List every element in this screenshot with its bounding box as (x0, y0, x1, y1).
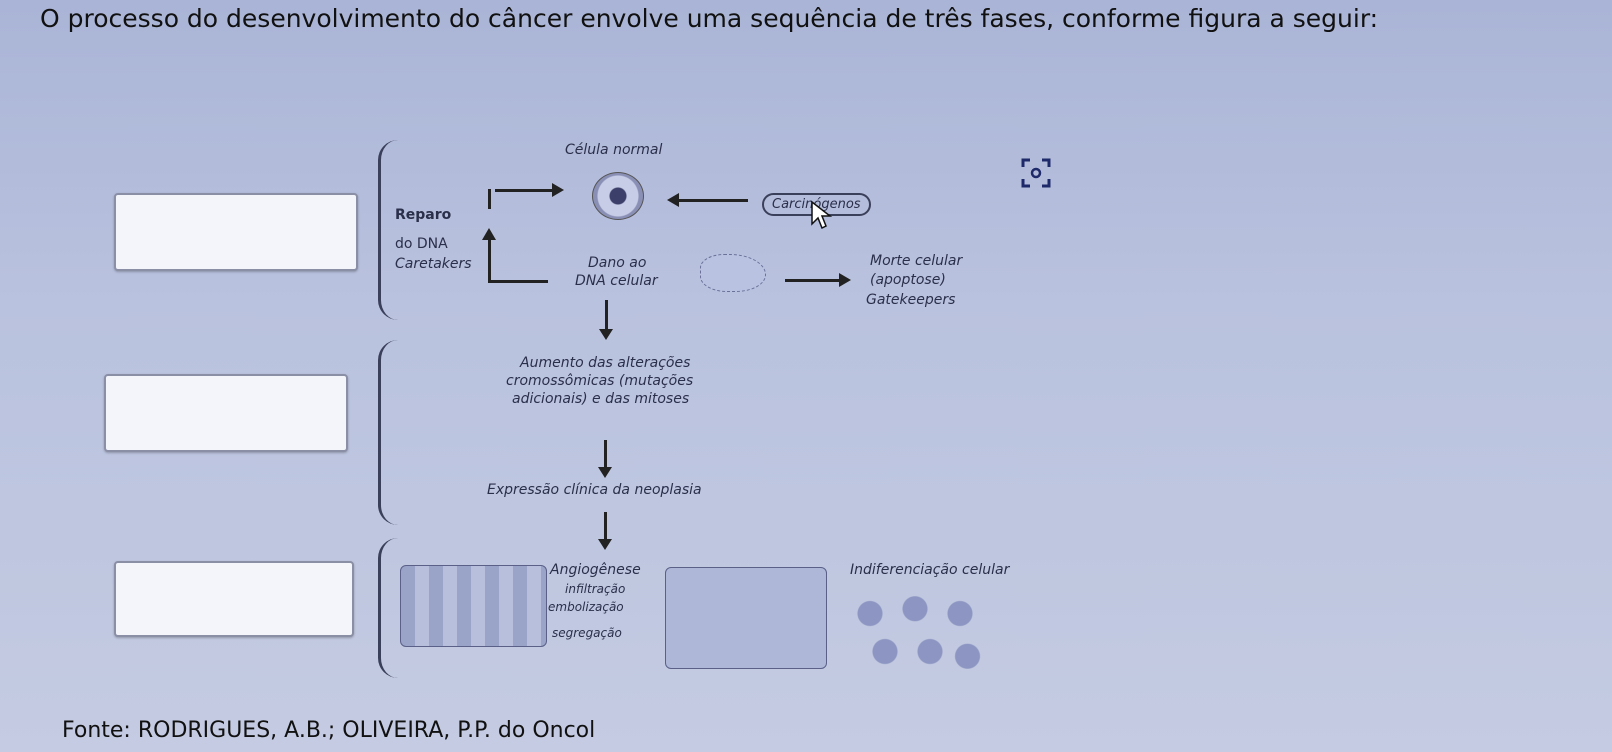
label-repair-1: Reparo (395, 207, 452, 223)
label-angiogenesis: Angiogênese (550, 562, 641, 578)
bracket-phase-1 (378, 140, 403, 320)
repair-loop-arrowhead (482, 228, 496, 240)
label-segregation: segregação (552, 626, 622, 640)
answer-box-phase-3[interactable] (114, 561, 354, 637)
arrow-repair-to-cell (495, 183, 564, 197)
question-text: O processo do desenvolvimento do câncer … (40, 4, 1379, 33)
label-cell-death-3: Gatekeepers (866, 292, 956, 308)
repair-loop-line-lower (488, 240, 491, 282)
screenshot-lens-icon[interactable] (1020, 157, 1052, 189)
mouse-cursor-icon (810, 200, 834, 232)
label-alterations-2: cromossômicas (mutações (506, 373, 694, 389)
arrow-down-1 (599, 300, 613, 340)
label-cell-death-2: (apoptose) (870, 272, 946, 288)
vessel-illustration-icon (665, 567, 827, 669)
label-repair-3: Caretakers (395, 256, 472, 272)
label-alterations-1: Aumento das alterações (520, 355, 691, 371)
arrow-down-3 (598, 512, 612, 550)
bracket-phase-3 (378, 538, 403, 678)
arrow-down-2 (598, 440, 612, 478)
damaged-cell-icon (700, 254, 766, 292)
tissue-illustration-icon (400, 565, 547, 647)
label-alterations-3: adicionais) e das mitoses (512, 391, 690, 407)
arrow-carcinogens-to-cell (667, 193, 748, 207)
label-infiltration: infiltração (565, 582, 626, 596)
label-dna-damage-2: DNA celular (575, 273, 658, 289)
label-cell-death-1: Morte celular (870, 253, 963, 269)
bracket-phase-2 (378, 340, 403, 525)
label-repair-2: do DNA (395, 236, 448, 252)
label-clinical-expression: Expressão clínica da neoplasia (487, 482, 702, 498)
dedifferentiated-cells-icon (840, 585, 990, 680)
source-citation: Fonte: RODRIGUES, A.B.; OLIVEIRA, P.P. d… (62, 718, 596, 743)
repair-loop-bottom (488, 280, 548, 283)
answer-box-phase-2[interactable] (104, 374, 348, 452)
label-embolization: embolização (548, 600, 624, 614)
normal-cell-icon (592, 172, 644, 220)
answer-box-phase-1[interactable] (114, 193, 358, 271)
repair-loop-line (488, 189, 491, 209)
label-normal-cell: Célula normal (565, 142, 663, 158)
label-dna-damage-1: Dano ao (588, 255, 647, 271)
label-dedifferentiation: Indiferenciação celular (850, 562, 1010, 578)
arrow-to-cell-death (785, 273, 851, 287)
